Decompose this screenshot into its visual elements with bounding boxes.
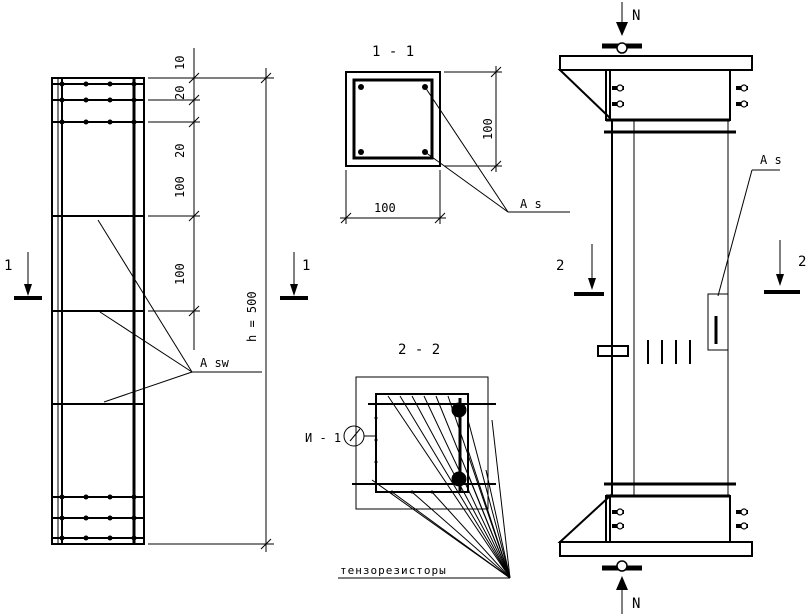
section-2-2-title: 2 - 2	[398, 342, 440, 358]
test-setup	[557, 2, 780, 614]
section-2-marker-left	[574, 244, 604, 296]
section-2-label-right: 2	[798, 254, 806, 270]
section-1-1-title: 1 - 1	[372, 44, 414, 60]
section-1-1	[340, 66, 570, 224]
dim-100-horizontal: 100	[374, 201, 396, 215]
dim-20-a: 20	[173, 86, 187, 100]
dim-100-a: 100	[173, 176, 187, 198]
dim-100-b: 100	[173, 263, 187, 285]
dim-20-b: 20	[173, 144, 187, 158]
column-elevation	[51, 77, 262, 545]
height-dim-label: h = 500	[245, 291, 259, 342]
dim-100-vertical: 100	[481, 118, 495, 140]
section-1-marker-right	[280, 252, 308, 300]
section-2-2	[338, 376, 511, 579]
section-1-label-right: 1	[302, 258, 310, 274]
indicator-label: И - 1	[305, 431, 341, 445]
force-label-bottom: N	[632, 596, 640, 612]
height-dimension	[148, 68, 274, 552]
as-label-section: A s	[520, 197, 542, 211]
section-2-marker-right	[764, 240, 800, 294]
section-1-label-left: 1	[4, 258, 12, 274]
asw-label: A sw	[200, 356, 230, 370]
section-2-label-left: 2	[556, 258, 564, 274]
dim-10: 10	[173, 56, 187, 70]
section-1-marker-left	[14, 252, 42, 300]
as-label-setup: A s	[760, 153, 782, 167]
force-label-top: N	[632, 8, 640, 24]
strain-gauges-label: тензорезисторы	[340, 564, 447, 577]
